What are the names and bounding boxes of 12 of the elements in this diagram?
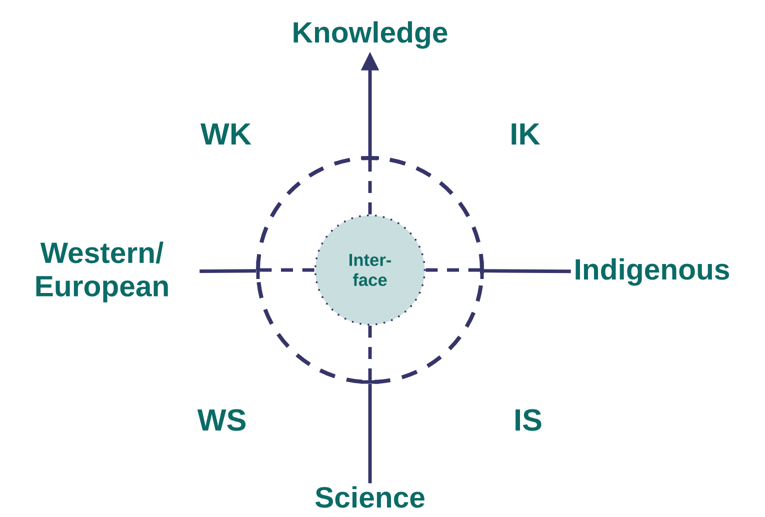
quadrant-label: IK	[512, 123, 540, 145]
quadrant-label: WS	[197, 409, 246, 431]
connector-line	[200, 269, 256, 273]
axis-label: Indigenous	[576, 258, 730, 286]
connector-line	[484, 269, 571, 274]
connector-line	[368, 384, 372, 484]
quadrant-label: WK	[200, 123, 252, 145]
dashed-circle	[256, 156, 484, 384]
axis-label: Knowledge	[294, 21, 448, 49]
axis-label: Science	[315, 486, 424, 508]
axis-label: Western/ European	[36, 242, 168, 302]
quadrant-label: IS	[516, 409, 542, 431]
